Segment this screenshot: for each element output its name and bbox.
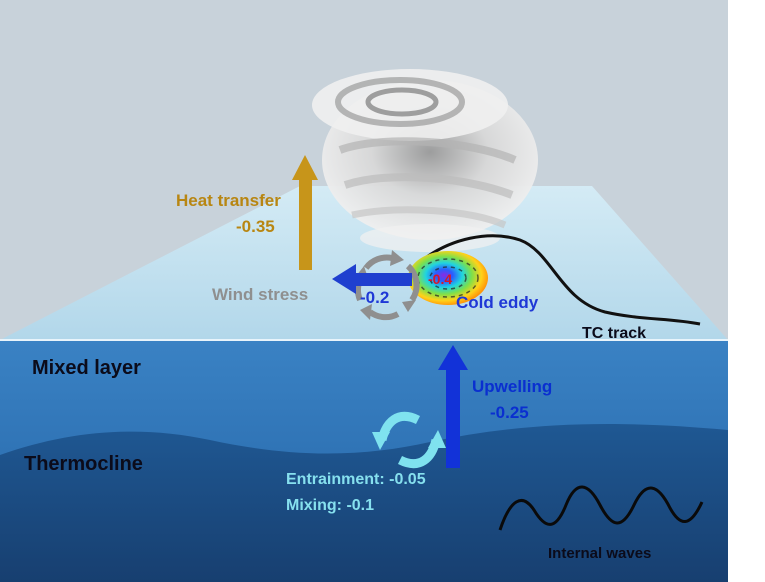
heat-transfer-label: Heat transfer xyxy=(176,191,281,210)
cold-eddy-label: Cold eddy xyxy=(456,293,539,312)
eddy-value: -0.4 xyxy=(428,271,452,287)
mixed-layer-label: Mixed layer xyxy=(32,357,141,379)
wind-stress-rotation-icon xyxy=(355,250,420,321)
heat-transfer-value: -0.35 xyxy=(236,217,275,236)
cold-eddy xyxy=(408,251,488,305)
entrainment-circulation-icon xyxy=(372,411,446,469)
right-margin xyxy=(728,0,765,582)
thermocline-label: Thermocline xyxy=(24,453,143,475)
tropical-cyclone-cloud xyxy=(312,69,538,252)
upwelling-label: Upwelling xyxy=(472,377,552,396)
internal-waves-line xyxy=(498,485,704,531)
wind-stress-label: Wind stress xyxy=(212,285,308,304)
tc-track-label: TC track xyxy=(582,325,646,342)
wind-stress-value: -0.2 xyxy=(360,288,389,307)
tc-track-line xyxy=(419,234,701,326)
mixing-label: Mixing: -0.1 xyxy=(286,497,374,514)
ocean-surface xyxy=(0,186,728,340)
heat-transfer-arrow xyxy=(292,155,318,270)
entrainment-label: Entrainment: -0.05 xyxy=(286,471,426,488)
upwelling-value: -0.25 xyxy=(490,403,529,422)
thermocline-layer xyxy=(0,423,728,582)
internal-waves-label: Internal waves xyxy=(548,545,651,562)
wind-stress-arrow xyxy=(332,264,412,294)
upwelling-arrow xyxy=(438,345,468,468)
